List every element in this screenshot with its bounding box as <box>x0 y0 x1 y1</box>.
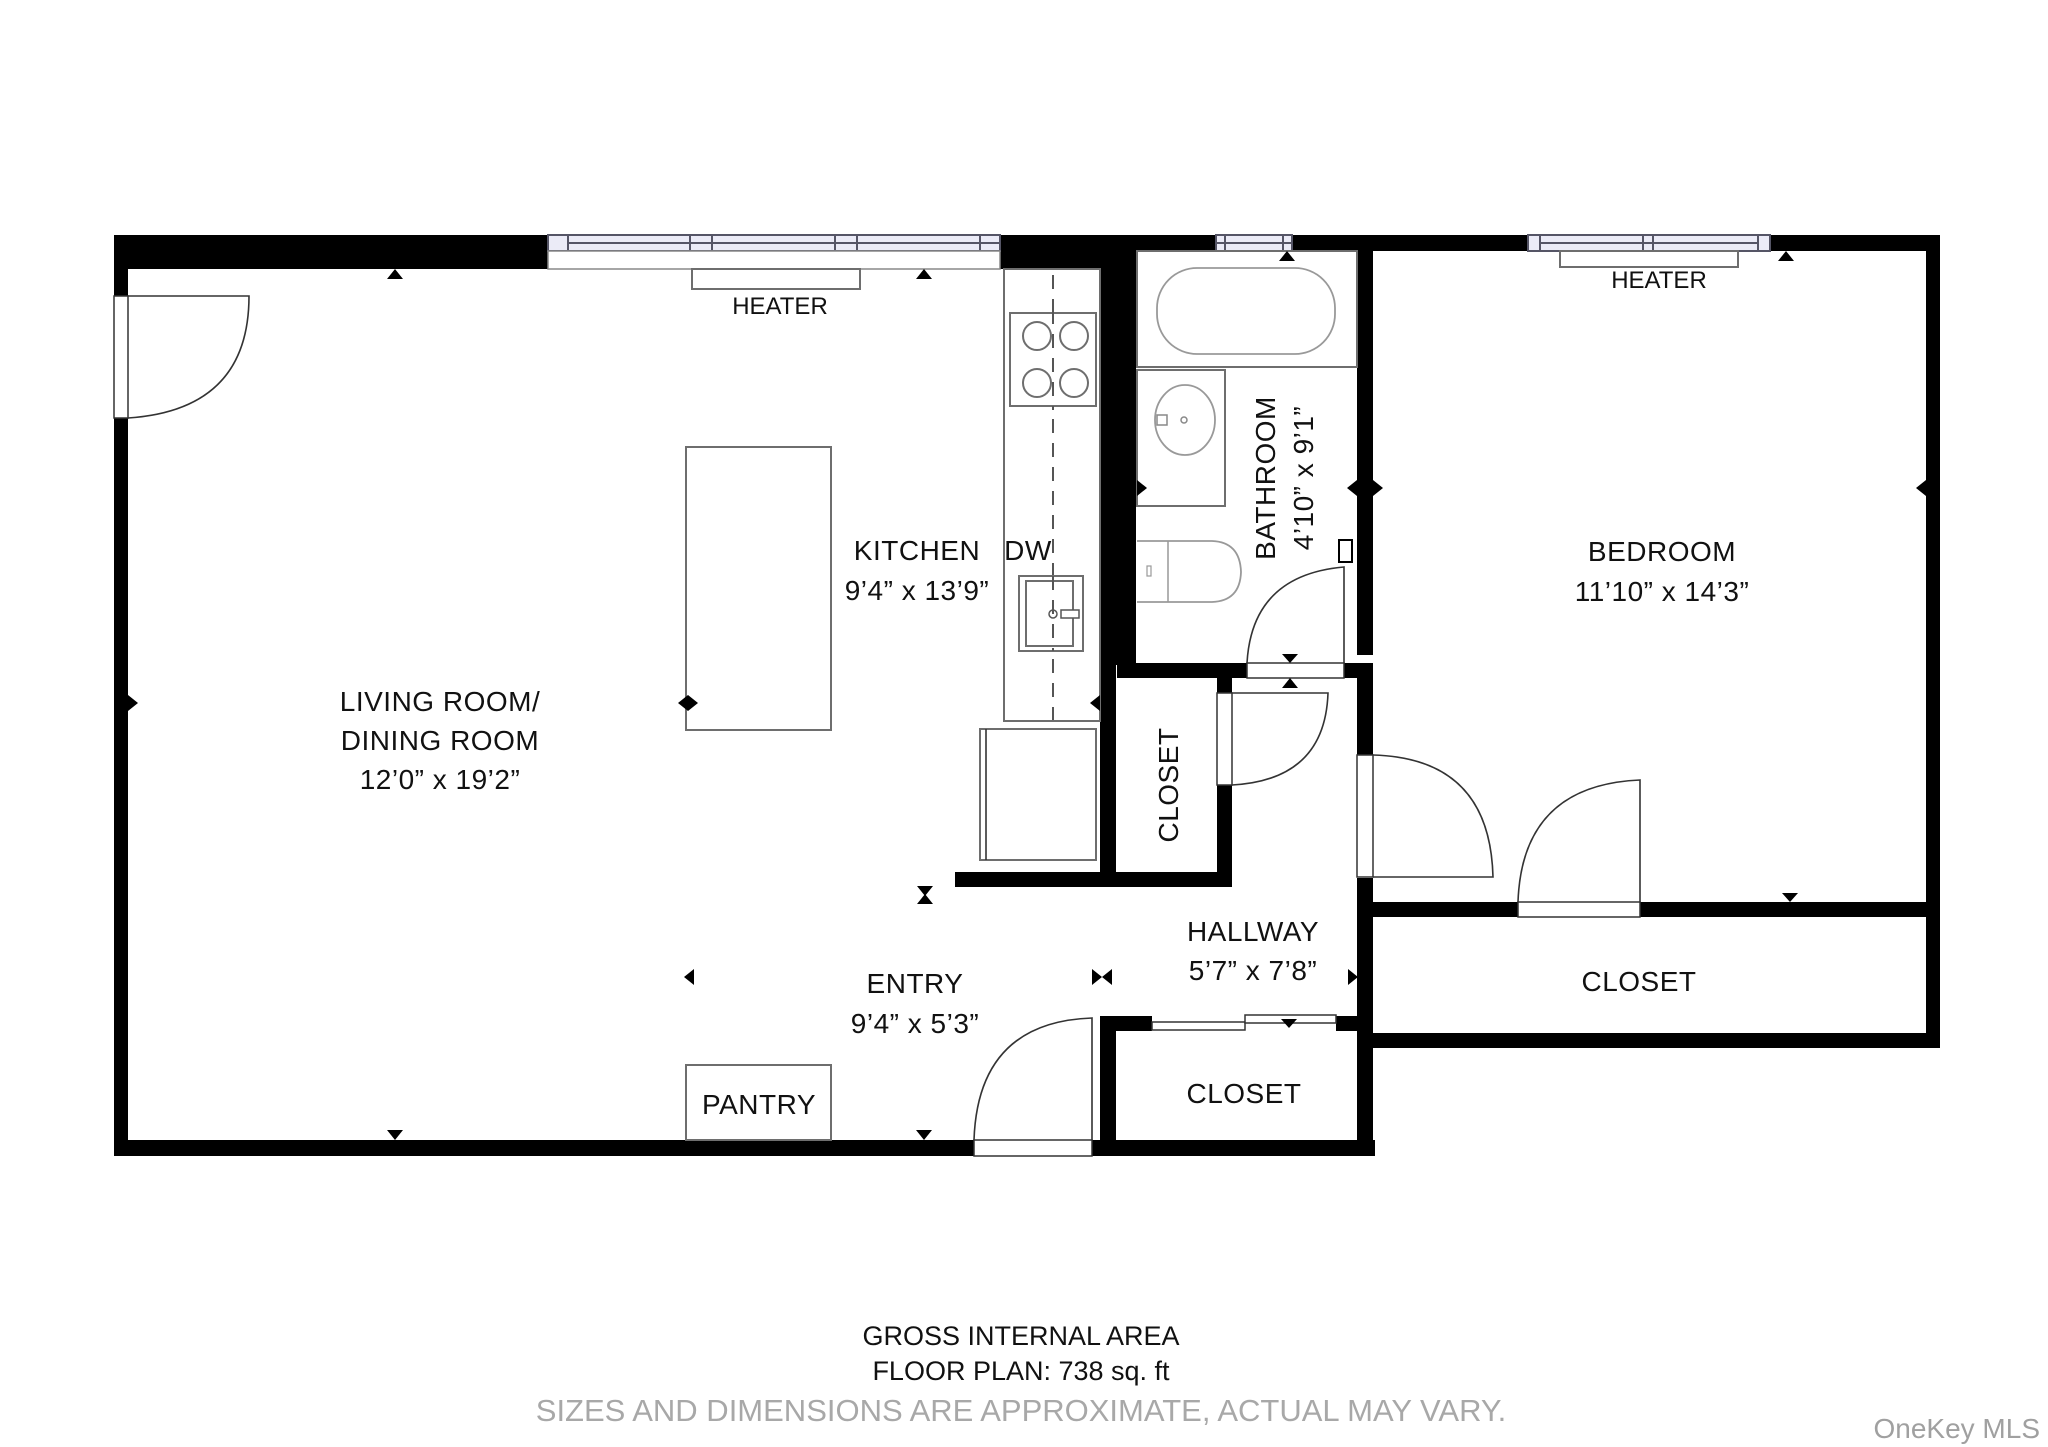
kitchen-dimensions: 9’4” x 13’9” <box>845 575 990 606</box>
bathroom-dimensions: 4’10” x 9’1” <box>1288 406 1319 551</box>
area-value: FLOOR PLAN: 738 sq. ft <box>872 1356 1170 1386</box>
toilet-icon <box>1137 540 1242 603</box>
entry-door <box>973 1017 1093 1157</box>
living-room-dimensions: 12’0” x 19’2” <box>360 764 521 795</box>
bedroom-closet-door <box>1517 779 1641 918</box>
bedroom-window <box>1527 234 1771 252</box>
bathroom-window <box>1215 234 1293 252</box>
bathtub-icon <box>1136 250 1358 368</box>
bathroom-name: BATHROOM <box>1250 396 1281 560</box>
pantry-box <box>685 1064 832 1141</box>
dishwasher-label: DW <box>1004 535 1052 566</box>
hallway-closet-label: CLOSET <box>1186 1078 1301 1109</box>
pantry-label: PANTRY <box>702 1089 816 1120</box>
stove-icon <box>1009 310 1097 410</box>
bedroom-closet-label: CLOSET <box>1581 966 1696 997</box>
hallway-closet-sliding-door <box>1151 1014 1337 1031</box>
footer: GROSS INTERNAL AREA FLOOR PLAN: 738 sq. … <box>536 1321 2040 1444</box>
living-side-door <box>113 295 250 419</box>
hallway-name: HALLWAY <box>1187 916 1319 947</box>
bedroom-heater-label: HEATER <box>1611 267 1707 294</box>
kitchen-island <box>685 446 832 731</box>
living-heater-label: HEATER <box>732 293 828 320</box>
kitchen-closet-label: CLOSET <box>1153 727 1184 842</box>
living-room-name-line1: LIVING ROOM/ <box>340 686 540 717</box>
kitchen-name: KITCHEN <box>854 535 980 566</box>
windows <box>547 234 1771 270</box>
watermark: OneKey MLS <box>1873 1413 2040 1444</box>
living-window <box>547 234 1001 270</box>
living-heater <box>691 268 861 290</box>
bathroom-sink-icon <box>1136 369 1226 507</box>
room-labels: HEATER HEATER LIVING ROOM/ DINING ROOM 1… <box>340 267 1750 1120</box>
disclaimer-text: SIZES AND DIMENSIONS ARE APPROXIMATE, AC… <box>536 1393 1506 1428</box>
living-room-name-line2: DINING ROOM <box>341 725 539 756</box>
walls <box>114 235 1940 1156</box>
entry-dimensions: 9’4” x 5’3” <box>851 1008 979 1039</box>
area-title: GROSS INTERNAL AREA <box>862 1321 1179 1351</box>
hallway-dimensions: 5’7” x 7’8” <box>1189 955 1317 986</box>
kitchen-sink-icon <box>1018 575 1084 652</box>
entry-name: ENTRY <box>867 968 964 999</box>
bedroom-door <box>1356 754 1494 878</box>
kitchen-closet-door <box>1216 692 1329 786</box>
bathroom-door <box>1246 539 1353 679</box>
fixtures <box>685 250 1739 1141</box>
bedroom-name: BEDROOM <box>1588 536 1736 567</box>
bedroom-dimensions: 11’10” x 14’3” <box>1575 576 1750 607</box>
refrigerator-icon <box>979 728 1097 861</box>
dimension-markers <box>128 251 1926 1140</box>
bedroom-heater <box>1559 250 1739 268</box>
